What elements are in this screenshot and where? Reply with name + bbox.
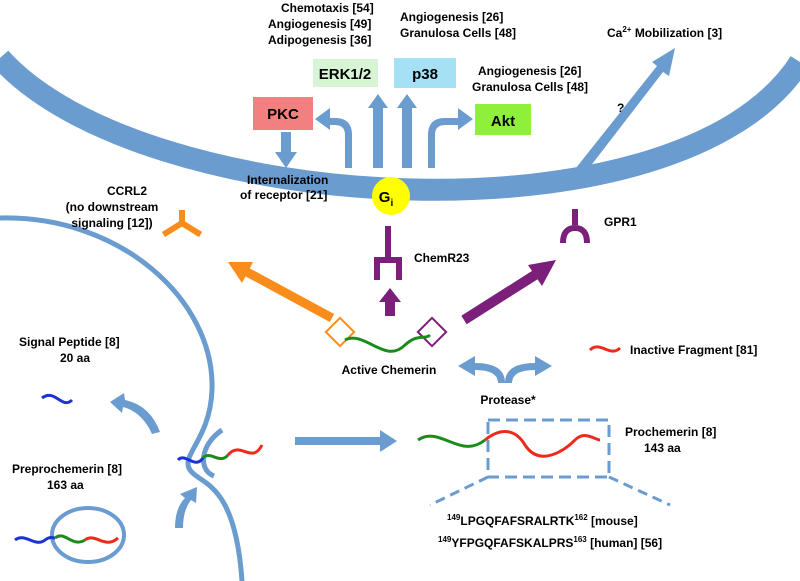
zoom-line-left — [429, 475, 489, 507]
arrow-pkc-internalization — [275, 132, 297, 168]
adipogenesis-label: Adipogenesis [36] — [268, 33, 371, 47]
chemr23-receptor — [374, 226, 402, 280]
secreting-cell-membrane — [0, 215, 245, 581]
inactive-fragment-chain — [588, 345, 622, 353]
arrow-to-p38 — [397, 94, 417, 168]
vesicle — [50, 506, 126, 564]
active-chemerin-label: Active Chemerin — [342, 363, 437, 377]
ccrl2-label-3: signaling [12]) — [71, 216, 152, 230]
akt-box — [475, 104, 531, 135]
preprochemerin-red — [226, 444, 264, 457]
sequence-mouse: 149LPGQFAFSRALRTK162 [mouse] — [447, 513, 638, 528]
gi-protein — [372, 177, 410, 215]
pkc-box — [253, 97, 313, 130]
arrow-to-ca-mobilization — [568, 48, 675, 185]
arrow-vesicle-to-membrane — [175, 487, 197, 528]
erk-label: ERK1/2 — [319, 66, 372, 83]
prochemerin-label: Prochemerin [8] — [625, 425, 716, 439]
preprochemerin-label: Preprochemerin [8] — [12, 462, 122, 476]
prochemerin-green — [417, 434, 486, 448]
gpr1-label: GPR1 — [604, 215, 637, 229]
p38-box — [394, 58, 456, 88]
arrow-to-akt — [428, 108, 473, 168]
chemotaxis-label: Chemotaxis [54] — [281, 1, 374, 15]
arrow-to-gpr1 — [461, 270, 538, 325]
question-mark: ? — [617, 101, 624, 115]
zoom-line-right — [608, 475, 671, 507]
cleavage-region-box — [486, 418, 611, 479]
p38-label: p38 — [412, 66, 438, 83]
signalling-arrows — [275, 48, 675, 185]
active-chemerin — [324, 316, 448, 353]
granulosa-p38-label: Granulosa Cells [48] — [400, 26, 516, 40]
ccrl2-label-1: CCRL2 — [107, 184, 147, 198]
arrow-to-ccrl2-head — [228, 262, 253, 283]
internalization-label-2: of receptor [21] — [240, 188, 327, 202]
inactive-fragment-label: Inactive Fragment [81] — [630, 343, 757, 357]
vesicle-chain-green — [54, 534, 86, 544]
preprochemerin-green — [201, 453, 230, 461]
ccrl2-receptor — [161, 210, 203, 238]
sequence-human: 149YFPGQFAFSKALPRS163 [human] [56] — [438, 535, 662, 550]
arrow-to-gpr1-head — [528, 260, 556, 286]
arrow-to-erk — [368, 94, 388, 168]
protease-arrows — [458, 356, 552, 383]
vesicle-chain-red — [84, 536, 120, 544]
akt-label: Akt — [491, 113, 515, 130]
internalization-label-1: Internalization — [247, 173, 328, 187]
protease-label: Protease* — [480, 393, 536, 407]
erk-box — [313, 59, 378, 87]
gi-label: Gi — [379, 189, 394, 209]
chemr23-label: ChemR23 — [414, 251, 470, 265]
pkc-label: PKC — [267, 106, 299, 123]
arrow-to-pkc — [315, 108, 352, 168]
prochemerin-red — [484, 430, 601, 458]
prochemerin-size: 143 aa — [644, 441, 681, 455]
angiogenesis-p38-label: Angiogenesis [26] — [400, 10, 503, 24]
vesicle-chain-blue — [14, 536, 56, 544]
signal-peptide-chain — [41, 394, 74, 404]
signal-peptide-size: 20 aa — [60, 351, 90, 365]
angiogenesis-akt-label: Angiogenesis [26] — [478, 64, 581, 78]
arrow-to-chemr23 — [379, 288, 401, 316]
ca-mobilization-label: Ca2+ Mobilization [3] — [607, 25, 722, 40]
ccrl2-label-2: (no downstream — [66, 200, 159, 214]
arrow-to-prochemerin — [295, 430, 397, 452]
gpr1-receptor — [560, 209, 590, 244]
granulosa-akt-label: Granulosa Cells [48] — [472, 80, 588, 94]
secreting-cell-membrane-bump — [201, 427, 224, 479]
preprochemerin-blue — [176, 456, 205, 464]
arrow-to-signal-peptide — [110, 393, 160, 434]
signal-peptide-label: Signal Peptide [8] — [19, 335, 120, 349]
arrow-to-ccrl2 — [244, 268, 335, 322]
angiogenesis-erk-label: Angiogenesis [49] — [268, 17, 371, 31]
preprochemerin-size: 163 aa — [47, 478, 84, 492]
